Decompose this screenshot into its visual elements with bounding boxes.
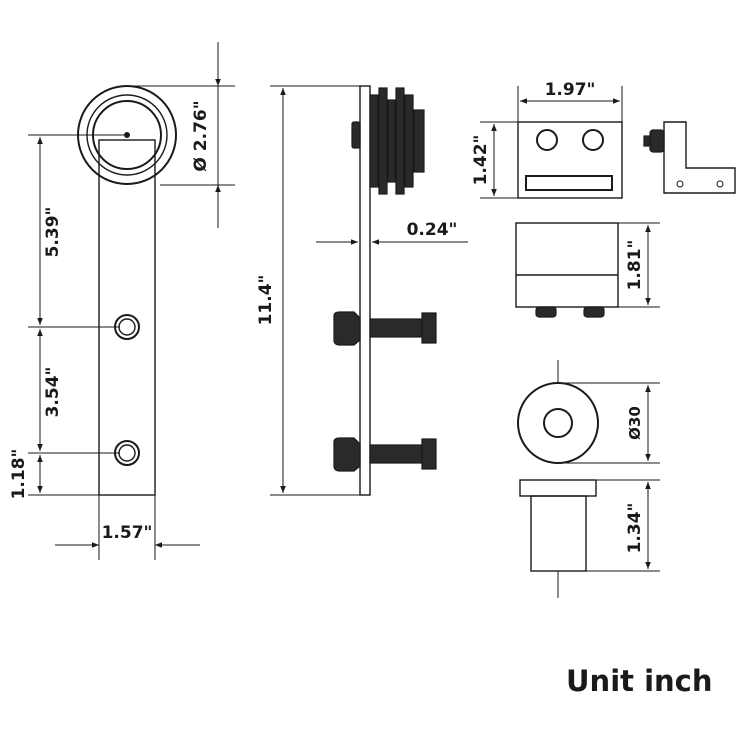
bracket-front-view: 1.97" 1.42" [471, 80, 623, 199]
roller-top-view: Ø30 [517, 360, 660, 464]
bracket-side-view [643, 121, 736, 194]
side-plate [359, 85, 371, 496]
bolt-nut-lower [421, 438, 437, 470]
bolt-head-lower [333, 437, 361, 472]
bolt-nut-upper [421, 312, 437, 344]
block-body [515, 222, 619, 308]
dim-bracket-height: 1.42" [471, 135, 491, 186]
dim-block-height: 1.81" [625, 240, 645, 291]
roller-flange [519, 479, 597, 497]
dim-front-height-upper: 5.39" [43, 207, 63, 258]
bracket-slot [525, 175, 613, 191]
dim-front-height-lower: 1.18" [9, 449, 29, 500]
dim-bracket-width: 1.97" [545, 80, 596, 100]
roller-bore [543, 408, 573, 438]
dim-roller-height: 1.34" [625, 503, 645, 554]
dim-roller-diameter: Ø30 [626, 406, 644, 440]
dim-front-height-middle: 3.54" [43, 367, 63, 418]
hanger-strap [98, 139, 156, 496]
dim-wheel-diameter: Ø 2.76" [191, 100, 211, 171]
roller-stem [530, 495, 587, 572]
roller-side-view: 1.34" [519, 479, 660, 598]
dim-side-thickness: 0.24" [407, 220, 458, 240]
dim-front-width: 1.57" [102, 523, 153, 543]
unit-caption: Unit inch [566, 664, 713, 698]
side-view: 11.4" 0.24" [256, 85, 468, 496]
bracket-body [517, 121, 623, 199]
bracket-profile [663, 121, 736, 194]
side-wheel [413, 109, 425, 173]
block-view: 1.81" [515, 222, 660, 318]
front-view: 5.39" 3.54" 1.18" Ø 2.76" 1.57" [9, 42, 235, 560]
roller-outer [517, 382, 599, 464]
dim-side-height: 11.4" [256, 275, 276, 326]
bolt-head-upper [333, 311, 361, 346]
